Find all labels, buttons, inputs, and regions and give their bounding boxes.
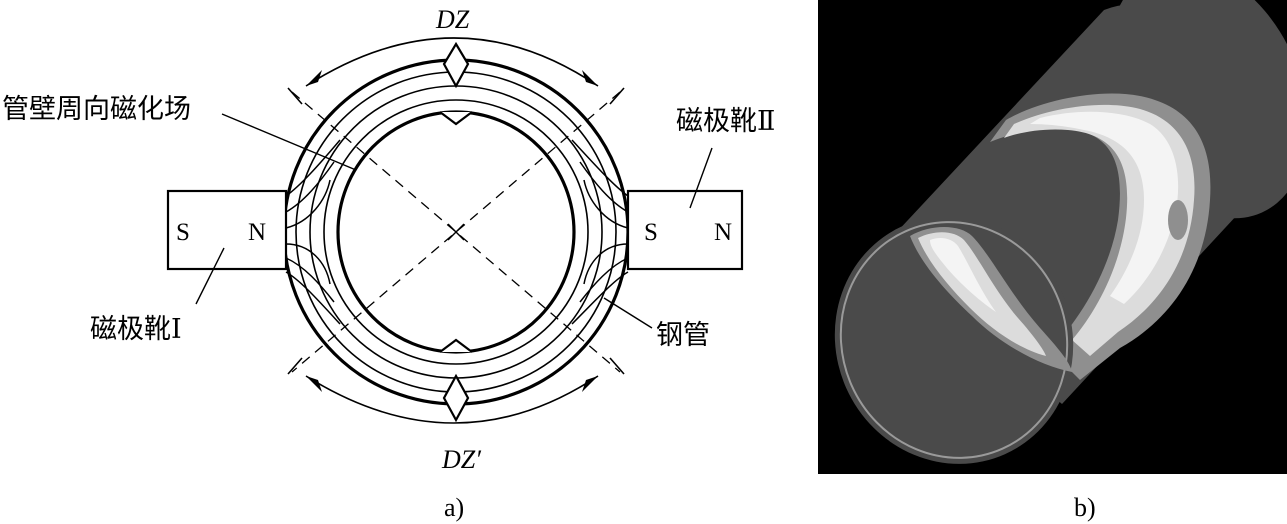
field-line xyxy=(571,139,629,197)
dead-zone-arrowheads xyxy=(306,70,598,392)
field-line-ring-3 xyxy=(323,99,589,365)
yoke-right-body xyxy=(626,189,744,271)
arrowhead xyxy=(582,376,598,392)
cylinder-near-end-outer xyxy=(834,216,1074,464)
yoke-left-pole-n: N xyxy=(248,219,266,246)
yoke-left: S N xyxy=(166,189,288,271)
top-dead-zone-label: DZ xyxy=(435,5,470,34)
leader-lines xyxy=(195,113,713,329)
field-line xyxy=(579,257,629,303)
arrowhead xyxy=(582,70,598,86)
top-inner-defect xyxy=(439,111,473,126)
top-zone-arc xyxy=(305,37,599,87)
defect-markers xyxy=(439,41,473,423)
caption-b: b) xyxy=(1074,493,1096,522)
yoke-left-leader xyxy=(195,247,225,305)
center-mark xyxy=(447,223,465,241)
magnetic-field-lines xyxy=(285,139,629,325)
yoke-left-pole-s: S xyxy=(176,219,190,246)
field-line xyxy=(285,179,331,229)
field-line xyxy=(579,161,629,213)
pipe-leader xyxy=(603,297,653,329)
field-line xyxy=(285,271,341,325)
image-b: b) xyxy=(818,0,1287,522)
field-line xyxy=(583,243,629,285)
field-line xyxy=(285,243,331,285)
top-outer-defect xyxy=(442,41,470,89)
inner-band-white xyxy=(930,238,996,312)
dead-zone-arcs xyxy=(305,37,599,424)
arrowhead xyxy=(306,376,322,392)
field-line xyxy=(285,161,335,213)
bottom-outer-defect xyxy=(442,373,470,423)
caption-a: a) xyxy=(444,493,464,522)
field-leader xyxy=(221,113,357,171)
field-label: 管壁周向磁化场 xyxy=(2,94,191,125)
band-hotspot xyxy=(1168,200,1188,240)
yoke-left-label: 磁极靴Ⅰ xyxy=(90,314,182,345)
pipe-label: 钢管 xyxy=(656,320,710,351)
arrowhead xyxy=(306,70,322,86)
diagonal-dashed-line xyxy=(291,91,621,373)
cylinder-near-end-rim xyxy=(839,221,1069,459)
yoke-left-body xyxy=(166,189,288,271)
diagonal-dashed-line xyxy=(291,91,621,373)
yoke-right-leader xyxy=(689,147,713,209)
field-line xyxy=(285,139,341,197)
yoke-right: S N xyxy=(626,189,744,271)
yoke-right-pole-n: N xyxy=(714,219,732,246)
bottom-inner-defect xyxy=(439,338,473,353)
zone-boundary-ticks xyxy=(287,87,625,375)
bottom-zone-arc xyxy=(305,375,599,424)
field-line xyxy=(571,271,629,325)
yoke-right-label: 磁极靴Ⅱ xyxy=(676,106,775,137)
field-line xyxy=(285,257,335,303)
magnetization-band-white xyxy=(1030,111,1179,304)
dead-zone-diagonals xyxy=(291,91,621,373)
yoke-right-pole-s: S xyxy=(644,219,658,246)
diagram-a: S N S N xyxy=(2,5,775,522)
field-line xyxy=(583,179,629,229)
bottom-dead-zone-label: DZ′ xyxy=(441,445,481,474)
